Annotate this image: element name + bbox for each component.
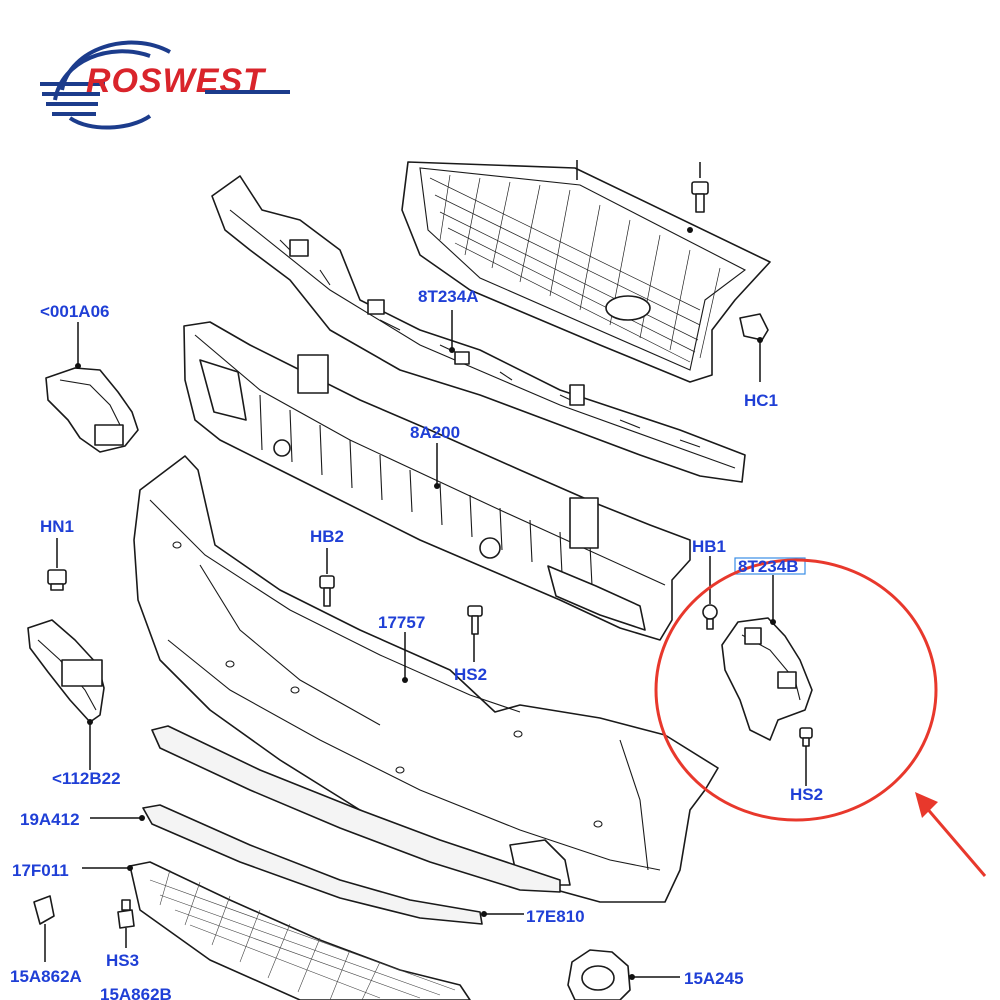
upper-bracket-8t234a	[211, 175, 746, 483]
hn1-nut	[47, 538, 67, 591]
label-hb2: HB2	[310, 527, 344, 546]
label-hs3: HS3	[106, 951, 139, 970]
hb1-bolt	[702, 556, 718, 630]
hs2-screw-middle	[467, 605, 483, 662]
label-hs2-right: HS2	[790, 785, 823, 804]
label-8a200: 8A200	[410, 423, 460, 442]
label-19a412: 19A412	[20, 810, 80, 829]
left-bracket-001a06	[45, 322, 139, 453]
label-001a06: <001A06	[40, 302, 109, 321]
label-hn1: HN1	[40, 517, 74, 536]
hs3-clip	[117, 899, 135, 948]
lower-trim-19a412	[90, 725, 561, 893]
label-112b22: <112B22	[52, 769, 121, 788]
label-hb1: HB1	[692, 537, 726, 556]
highlight-annotation	[654, 558, 987, 877]
label-8t234a: 8T234A	[418, 287, 478, 306]
logo-swoosh	[40, 40, 171, 130]
right-bracket-8t234b	[721, 557, 813, 741]
label-hc1: HC1	[744, 391, 778, 410]
label-8t234b: 8T234B	[738, 557, 798, 576]
bezel-15a245	[567, 949, 680, 1000]
left-bracket-112b22	[27, 619, 105, 770]
logo-text: ROSWEST	[86, 62, 267, 100]
hs2-screw-right	[799, 727, 813, 786]
label-15a862b: 15A862B	[100, 985, 172, 1000]
grille-screw	[687, 162, 709, 233]
cap-15a862a	[33, 895, 55, 962]
lower-mesh-17f011	[82, 861, 471, 1000]
label-15a245: 15A245	[684, 969, 744, 988]
hc1-clip	[739, 313, 769, 382]
label-17f011: 17F011	[12, 861, 69, 880]
valance-17e810	[142, 804, 524, 925]
brand-logo: ROSWEST	[40, 40, 290, 130]
hb2-bolt	[319, 548, 335, 607]
label-hs2-middle: HS2	[454, 665, 487, 684]
label-15a862a: 15A862A	[10, 967, 82, 986]
label-17757: 17757	[378, 613, 425, 632]
label-17e810: 17E810	[526, 907, 585, 926]
bumper-beam-8a200	[183, 321, 691, 641]
part-labels: <001A06 8T234A HC1 8A200 HN1 HB2 17757 H…	[10, 287, 823, 1000]
front-grille	[401, 160, 771, 383]
